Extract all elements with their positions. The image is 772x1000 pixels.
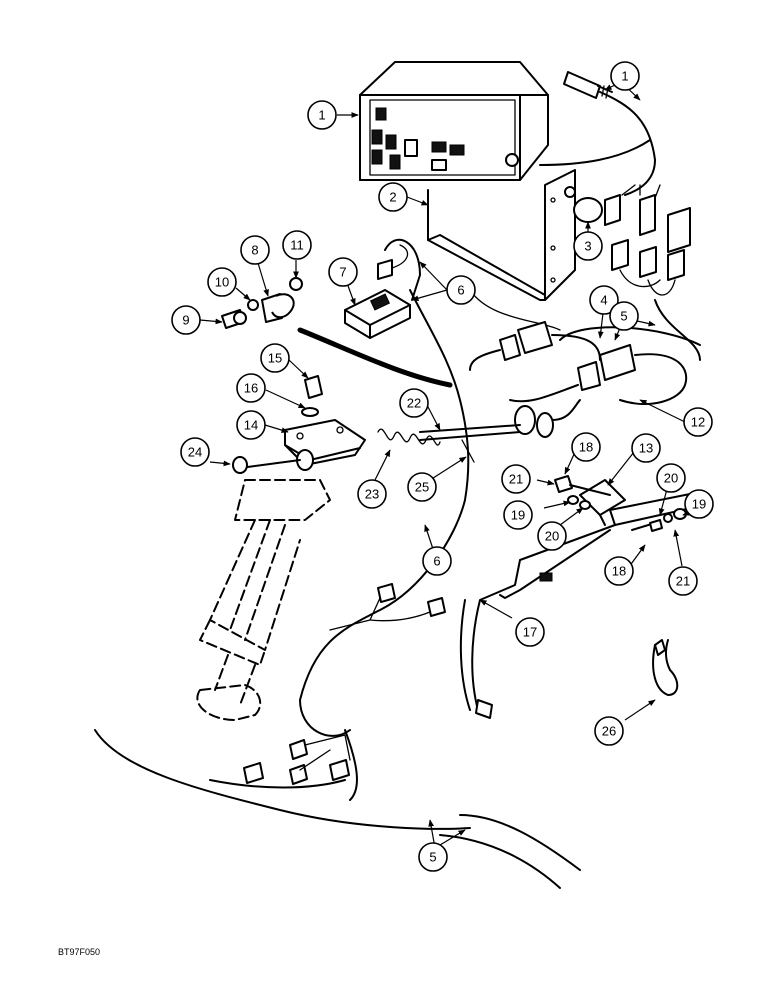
callout-5a: 5 bbox=[609, 301, 639, 331]
callout-20b: 20 bbox=[656, 463, 686, 493]
callout-20a: 20 bbox=[537, 521, 567, 551]
control-box bbox=[359, 61, 549, 181]
callout-13: 13 bbox=[631, 433, 661, 463]
callout-19a: 19 bbox=[503, 500, 533, 530]
lever-assembly bbox=[459, 475, 706, 719]
callout-4: 4 bbox=[589, 285, 619, 315]
callout-14: 14 bbox=[236, 410, 266, 440]
figure-code: BT97F050 bbox=[58, 947, 100, 957]
svg-text:26: 26 bbox=[602, 724, 616, 739]
svg-text:6: 6 bbox=[433, 554, 440, 569]
callout-9: 9 bbox=[171, 305, 201, 335]
leader-lines bbox=[199, 81, 701, 849]
svg-text:13: 13 bbox=[639, 441, 653, 456]
svg-text:20: 20 bbox=[664, 471, 678, 486]
callout-22: 22 bbox=[399, 388, 429, 418]
callout-5b: 5 bbox=[418, 842, 448, 872]
callout-10: 10 bbox=[207, 267, 237, 297]
callout-16: 16 bbox=[236, 373, 266, 403]
callout-11: 11 bbox=[282, 230, 312, 260]
svg-text:8: 8 bbox=[251, 243, 258, 258]
svg-text:15: 15 bbox=[268, 351, 282, 366]
bracket bbox=[427, 169, 576, 301]
svg-text:24: 24 bbox=[188, 445, 202, 460]
svg-text:18: 18 bbox=[579, 440, 593, 455]
bushing bbox=[514, 399, 581, 438]
svg-text:16: 16 bbox=[244, 381, 258, 396]
callout-6a: 6 bbox=[446, 275, 476, 305]
callout-17: 17 bbox=[515, 617, 545, 647]
callout-26: 26 bbox=[594, 716, 624, 746]
svg-text:23: 23 bbox=[365, 487, 379, 502]
callout-1a: 1 bbox=[307, 100, 337, 130]
svg-text:5: 5 bbox=[620, 309, 627, 324]
knob bbox=[564, 186, 603, 223]
callout-24: 24 bbox=[180, 437, 210, 467]
plate-14 bbox=[232, 375, 366, 474]
callout-19b: 19 bbox=[684, 489, 714, 519]
svg-text:21: 21 bbox=[509, 472, 523, 487]
svg-text:12: 12 bbox=[691, 415, 705, 430]
svg-text:19: 19 bbox=[511, 508, 525, 523]
callout-12: 12 bbox=[683, 407, 713, 437]
svg-text:7: 7 bbox=[339, 265, 346, 280]
callout-21a: 21 bbox=[501, 464, 531, 494]
harness-connectors bbox=[604, 184, 701, 361]
callout-2: 2 bbox=[378, 182, 408, 212]
callout-6b: 6 bbox=[422, 546, 452, 576]
callout-23: 23 bbox=[357, 479, 387, 509]
hydraulic-cylinder bbox=[196, 479, 331, 721]
svg-text:22: 22 bbox=[407, 396, 421, 411]
cable-tie bbox=[652, 639, 679, 696]
curved-rod bbox=[297, 327, 453, 388]
callout-18b: 18 bbox=[604, 556, 634, 586]
svg-text:2: 2 bbox=[389, 190, 396, 205]
svg-text:18: 18 bbox=[612, 564, 626, 579]
main-harness bbox=[94, 729, 581, 889]
callout-8: 8 bbox=[240, 235, 270, 265]
connectors-4-5-12 bbox=[469, 321, 701, 405]
callout-21b: 21 bbox=[668, 566, 698, 596]
svg-text:25: 25 bbox=[415, 480, 429, 495]
svg-text:20: 20 bbox=[545, 529, 559, 544]
rod-assembly bbox=[377, 424, 521, 463]
lower-connectors bbox=[243, 583, 446, 785]
svg-text:1: 1 bbox=[318, 108, 325, 123]
svg-text:6: 6 bbox=[457, 283, 464, 298]
svg-text:17: 17 bbox=[523, 625, 537, 640]
svg-text:3: 3 bbox=[584, 239, 591, 254]
callout-7: 7 bbox=[328, 257, 358, 287]
callout-25: 25 bbox=[407, 472, 437, 502]
callout-3: 3 bbox=[573, 231, 603, 261]
svg-text:21: 21 bbox=[676, 574, 690, 589]
callout-15: 15 bbox=[260, 343, 290, 373]
callout-18a: 18 bbox=[571, 432, 601, 462]
svg-text:19: 19 bbox=[692, 497, 706, 512]
callout-1b: 1 bbox=[610, 61, 640, 91]
svg-text:9: 9 bbox=[182, 313, 189, 328]
hardware-8-11 bbox=[221, 277, 303, 329]
plug-cable bbox=[539, 71, 656, 196]
svg-text:1: 1 bbox=[621, 69, 628, 84]
svg-text:11: 11 bbox=[290, 238, 304, 253]
switch bbox=[344, 238, 421, 339]
svg-text:4: 4 bbox=[600, 293, 607, 308]
svg-text:5: 5 bbox=[429, 850, 436, 865]
svg-text:10: 10 bbox=[215, 275, 229, 290]
svg-text:14: 14 bbox=[244, 418, 258, 433]
